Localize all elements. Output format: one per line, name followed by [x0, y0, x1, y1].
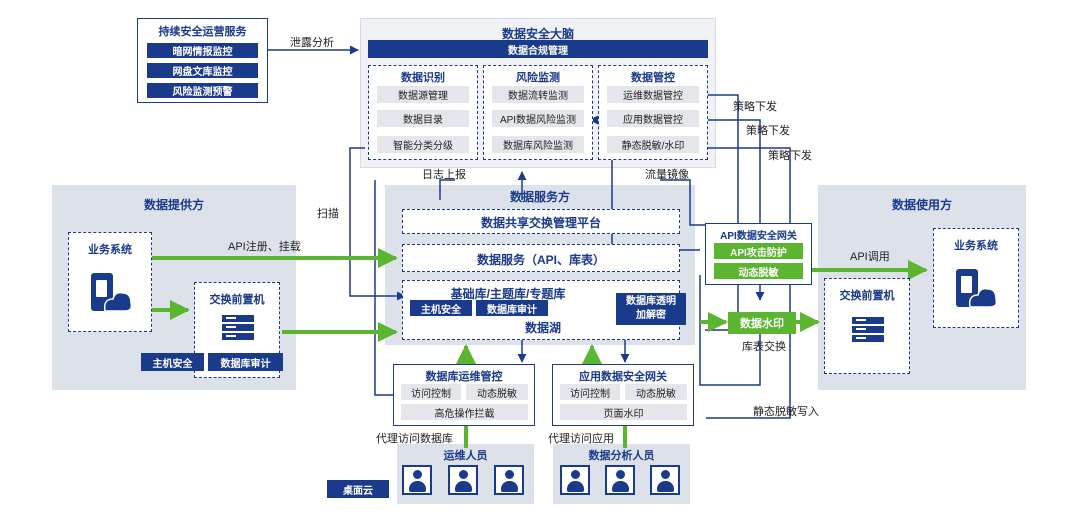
app-gw-item-2: 页面水印: [560, 404, 687, 420]
ops-item-netdisk: 网盘文库监控: [147, 63, 258, 78]
ops-service-title: 持续安全运营服务: [158, 26, 247, 38]
app-cloud-icon: [956, 269, 998, 308]
col-control-item-1: 应用数据管控: [607, 110, 699, 127]
db-ops-title: 数据库运维管控: [425, 371, 503, 383]
col-identify-item-2: 智能分类分级: [377, 136, 469, 153]
col-identify-title: 数据识别: [401, 72, 445, 84]
brain-col-risk: 风险监测 数据流转监测 API数据风险监测 数据库风险监测: [483, 65, 593, 160]
service-title: 数据服务方: [509, 190, 570, 204]
app-gateway-title: 应用数据安全网关: [579, 371, 667, 383]
app-cloud-icon: [91, 273, 133, 312]
label-table-exchange: 库表交换: [742, 341, 786, 353]
base-db-label: 基础库/主题库/专题库: [450, 287, 566, 301]
provider-db-audit: 数据库审计: [208, 353, 283, 371]
label-proxy-db: 代理访问数据库: [376, 433, 453, 445]
provider-host-security: 主机安全: [141, 353, 204, 371]
consumer-biz-box: 业务系统: [933, 228, 1019, 328]
consumer-exchange-box: 交换前置机: [824, 278, 910, 374]
label-static-mask-write: 静态脱敏写入: [753, 406, 819, 418]
db-ops-item-2: 高危操作拦截: [401, 404, 528, 420]
analyst-title: 数据分析人员: [588, 450, 655, 462]
consumer-title: 数据使用方: [891, 198, 952, 212]
label-traffic-mirror: 流量镜像: [645, 169, 689, 181]
db-encrypt-box: 数据库透明加解密: [616, 293, 686, 325]
label-policy-1: 策略下发: [733, 101, 777, 113]
service-host-security: 主机安全: [410, 300, 472, 316]
data-service-box: 数据服务（API、库表）: [402, 244, 680, 272]
provider-biz-title: 业务系统: [88, 244, 132, 256]
api-dynamic-mask: 动态脱敏: [714, 263, 803, 279]
db-ops-item-1: 动态脱敏: [466, 384, 528, 400]
db-ops-box: 数据库运维管控 访问控制 动态脱敏 高危操作拦截: [393, 364, 535, 426]
server-icon: [852, 317, 884, 344]
compliance-bar: 数据合规管理: [368, 40, 708, 58]
ops-service-box: 持续安全运营服务 暗网情报监控 网盘文库监控 风险监测预警: [137, 18, 268, 103]
col-risk-item-1: API数据风险监测: [492, 110, 584, 127]
data-watermark: 数据水印: [728, 312, 796, 334]
col-risk-item-0: 数据流转监测: [492, 86, 584, 103]
label-scan: 扫描: [317, 208, 339, 220]
consumer-exchange-title: 交换前置机: [839, 290, 895, 302]
ops-staff-title: 运维人员: [443, 450, 488, 462]
app-gw-item-0: 访问控制: [560, 384, 620, 400]
label-policy-2: 策略下发: [746, 125, 790, 137]
col-risk-item-2: 数据库风险监测: [492, 136, 584, 153]
person-icon: [560, 465, 590, 495]
label-api-call: API调用: [850, 251, 890, 263]
api-attack-protect: API攻击防护: [714, 243, 803, 259]
ops-item-risk: 风险监测预警: [147, 83, 258, 98]
person-icon: [494, 465, 524, 495]
col-control-item-0: 运维数据管控: [607, 86, 699, 103]
person-icon: [448, 465, 478, 495]
col-identify-item-1: 数据目录: [377, 110, 469, 127]
app-gw-item-1: 动态脱敏: [625, 384, 687, 400]
data-lake-label: 数据湖: [524, 321, 561, 335]
brain-title: 数据安全大脑: [501, 27, 574, 41]
data-service-label: 数据服务（API、库表）: [476, 253, 605, 267]
provider-title: 数据提供方: [143, 198, 204, 212]
server-icon: [222, 315, 254, 342]
label-proxy-app: 代理访问应用: [548, 433, 614, 445]
col-control-item-2: 静态脱敏/水印: [607, 136, 699, 153]
label-log-report: 日志上报: [422, 169, 466, 181]
api-gateway-box: API数据安全网关 API攻击防护 动态脱敏: [705, 223, 812, 285]
service-db-audit: 数据库审计: [476, 300, 548, 316]
label-leak-analysis: 泄露分析: [290, 37, 334, 49]
person-icon: [650, 465, 680, 495]
db-ops-item-0: 访问控制: [401, 384, 461, 400]
col-control-title: 数据管控: [631, 72, 675, 84]
platform-box: 数据共享交换管理平台: [402, 209, 680, 234]
brain-col-identify: 数据识别 数据源管理 数据目录 智能分类分级: [368, 65, 478, 160]
api-gateway-title: API数据安全网关: [720, 231, 797, 242]
brain-col-control: 数据管控 运维数据管控 应用数据管控 静态脱敏/水印: [598, 65, 708, 160]
label-policy-3: 策略下发: [768, 150, 812, 162]
person-icon: [402, 465, 432, 495]
col-identify-item-0: 数据源管理: [377, 86, 469, 103]
col-risk-title: 风险监测: [516, 72, 560, 84]
consumer-biz-title: 业务系统: [954, 240, 998, 252]
ops-item-darkweb: 暗网情报监控: [147, 43, 258, 58]
person-icon: [605, 465, 635, 495]
app-gateway-box: 应用数据安全网关 访问控制 动态脱敏 页面水印: [552, 364, 694, 426]
provider-biz-box: 业务系统: [68, 232, 152, 332]
label-api-register: API注册、挂载: [228, 241, 301, 253]
provider-exchange-title: 交换前置机: [209, 294, 265, 306]
platform-label: 数据共享交换管理平台: [480, 216, 601, 230]
desktop-cloud: 桌面云: [327, 480, 389, 498]
